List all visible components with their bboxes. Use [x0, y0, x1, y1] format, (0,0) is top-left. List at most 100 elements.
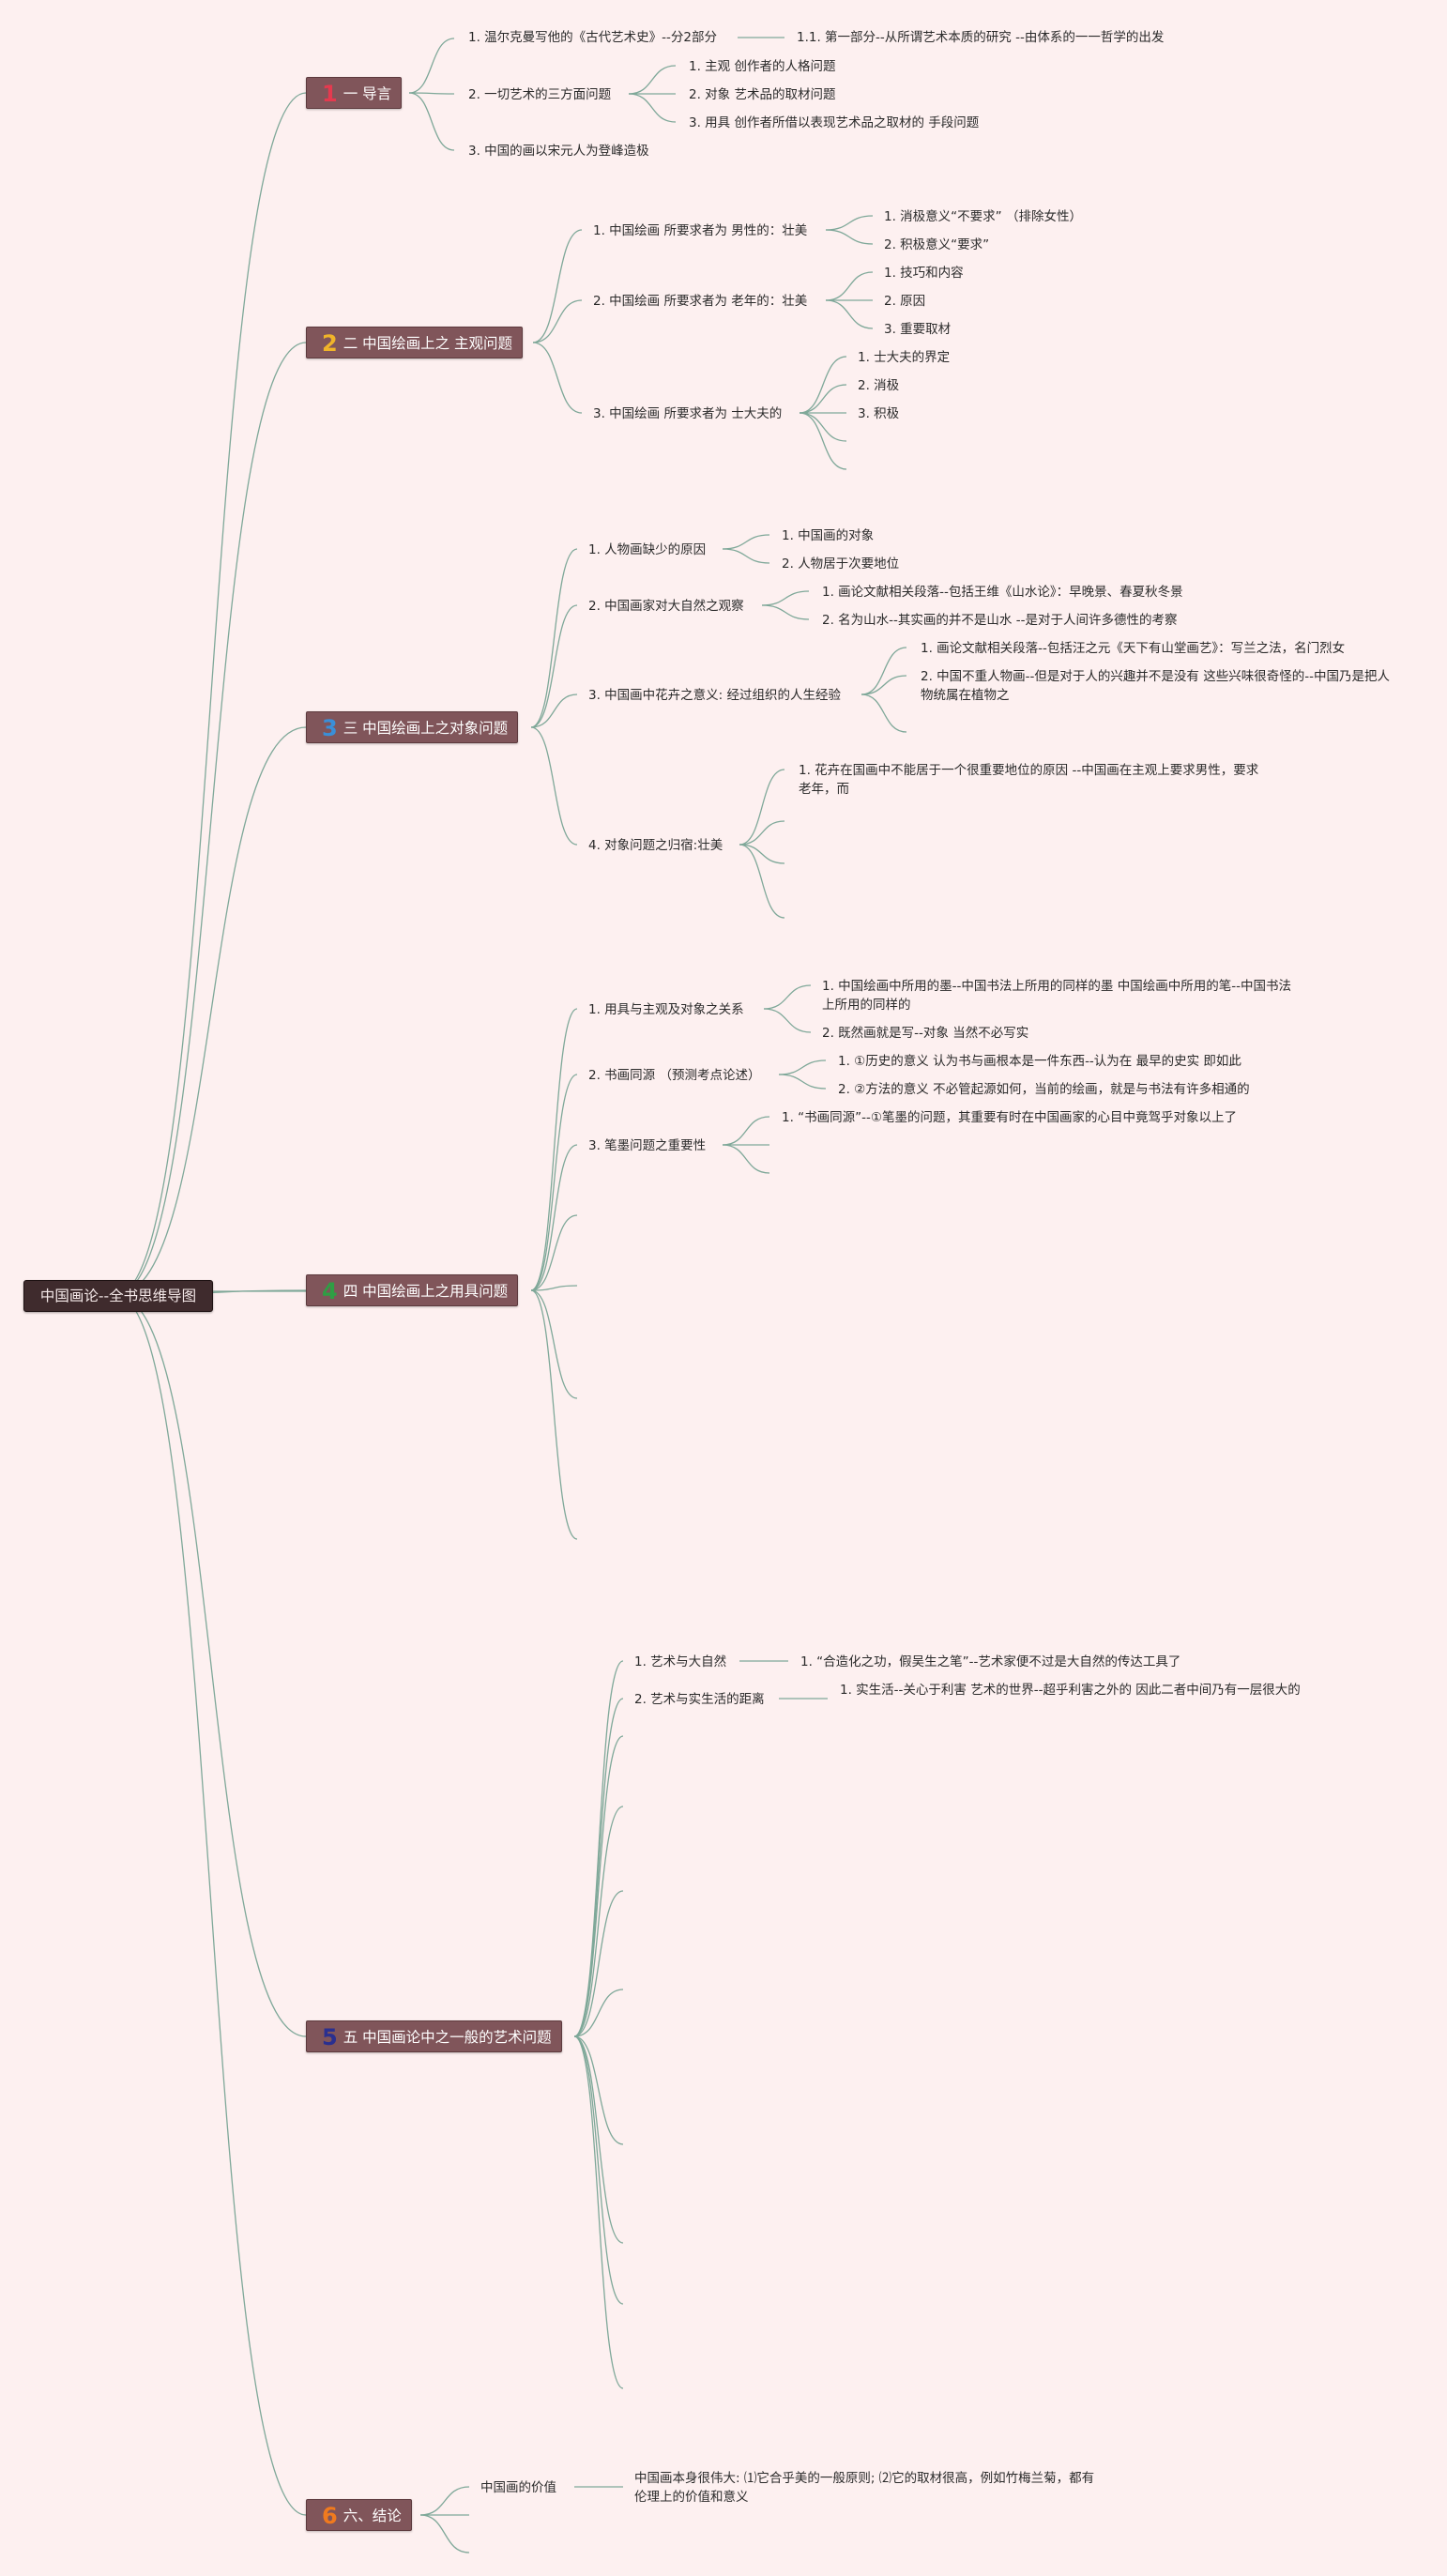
connector-line-1: [115, 342, 307, 1296]
topic-6-number-badge: 6: [322, 2503, 338, 2529]
t2-branch-2-leaf-3[interactable]: 3. 重要取材: [884, 322, 952, 337]
t3-branch-1[interactable]: 1. 人物画缺少的原因: [588, 542, 707, 557]
t5-branch-2[interactable]: 2. 艺术与实生活的距离: [634, 1692, 765, 1707]
connector-line-17: [825, 215, 874, 231]
connector-line-13: [628, 93, 677, 123]
t3-branch-4[interactable]: 4. 对象问题之归宿:壮美: [588, 838, 724, 853]
t3-branch-3-leaf-2[interactable]: 2. 中国不重人物画--但是对于人的兴趣并不是没有 这些兴味很奇怪的--中国乃是…: [921, 669, 1390, 703]
topic-4-number-badge: 4: [322, 1278, 338, 1304]
connector-line-59: [573, 1806, 624, 2037]
connector-line-57: [573, 1698, 624, 2037]
connector-line-26: [799, 412, 847, 470]
t2-branch-2[interactable]: 2. 中国绘画 所要求者为 老年的：壮美: [593, 294, 808, 309]
t5-branch-2-leaf-1[interactable]: 1. 实生活--关心于利害 艺术的世界--超乎利害之外的 因此二者中间乃有一层很…: [840, 1683, 1301, 1698]
t2-branch-3-leaf-1[interactable]: 1. 士大夫的界定: [858, 350, 951, 365]
connector-line-2: [115, 726, 307, 1296]
connector-line-32: [722, 548, 770, 564]
connector-line-28: [530, 604, 578, 728]
t5-branch-1-leaf-1[interactable]: 1. “合造化之功，假吴生之笔”--艺术家便不过是大自然的传达工具了: [800, 1654, 1181, 1669]
t4-branch-1[interactable]: 1. 用具与主观及对象之关系: [588, 1002, 744, 1017]
connector-line-51: [778, 1059, 827, 1075]
t4-branch-3[interactable]: 3. 笔墨问题之重要性: [588, 1138, 707, 1153]
connector-line-40: [739, 844, 785, 864]
connector-line-50: [763, 1008, 812, 1033]
connector-line-55: [722, 1144, 770, 1174]
connector-line-16: [532, 342, 583, 414]
connector-line-62: [573, 2035, 624, 2145]
t3-branch-4-leaf-1[interactable]: 1. 花卉在国画中不能居于一个很重要地位的原因 --中国画在主观上要求男性，要求…: [799, 763, 1259, 797]
connector-line-4: [115, 1294, 307, 2037]
connector-line-34: [761, 604, 810, 620]
connector-line-38: [739, 769, 785, 846]
connector-line-68: [419, 2486, 470, 2516]
t3-branch-2[interactable]: 2. 中国画家对大自然之观察: [588, 599, 744, 614]
t4-branch-1-leaf-2[interactable]: 2. 既然画就是写--对象 当然不必写实: [822, 1026, 1029, 1041]
t3-branch-2-leaf-2[interactable]: 2. 名为山水--其实画的并不是山水 --是对于人间许多德性的考察: [822, 613, 1178, 628]
connector-line-15: [532, 299, 583, 343]
t2-branch-3[interactable]: 3. 中国绘画 所要求者为 士大夫的: [593, 406, 783, 421]
connector-line-70: [419, 2514, 470, 2553]
connector-line-11: [628, 65, 677, 95]
connector-line-42: [530, 1008, 578, 1291]
connector-line-14: [532, 229, 583, 343]
connector-line-35: [861, 647, 907, 695]
t3-branch-2-leaf-1[interactable]: 1. 画论文献相关段落--包括王维《山水论》：早晚景、春夏秋冬景: [822, 585, 1183, 600]
connector-line-56: [573, 1660, 624, 2037]
t3-branch-1-leaf-1[interactable]: 1. 中国画的对象: [782, 528, 875, 543]
t1-branch-3[interactable]: 3. 中国的画以宋元人为登峰造极: [468, 144, 649, 159]
t2-branch-2-leaf-2[interactable]: 2. 原因: [884, 294, 926, 309]
connector-line-39: [739, 820, 785, 846]
connector-line-36: [861, 675, 907, 695]
connector-line-18: [825, 229, 874, 245]
connector-line-48: [530, 1289, 578, 1540]
t4-branch-2-leaf-1[interactable]: 1. ①历史的意义 认为书与画根本是一件东西--认为在 最早的史实 即如此: [838, 1054, 1241, 1069]
topic-2-label: 二 中国绘画上之 主观问题: [343, 335, 513, 352]
connector-line-41: [739, 844, 785, 919]
connector-line-7: [408, 38, 455, 94]
topic-1-number-badge: 1: [322, 81, 338, 107]
connector-line-46: [530, 1285, 578, 1291]
t2-branch-2-leaf-1[interactable]: 1. 技巧和内容: [884, 266, 964, 281]
t4-branch-3-leaf-1[interactable]: 1. “书画同源”--①笔墨的问题，其重要有时在中国画家的心目中竟驾乎对象以上了: [782, 1110, 1238, 1125]
topic-2-number-badge: 2: [322, 330, 338, 357]
connector-line-31: [722, 534, 770, 550]
root-node[interactable]: 中国画论--全书思维导图: [23, 1280, 213, 1312]
connector-line-45: [530, 1214, 578, 1291]
t2-branch-1-leaf-1[interactable]: 1. 消极意义“不要求” （排除女性）: [884, 209, 1082, 224]
t6-branch-1[interactable]: 中国画的价值: [480, 2480, 556, 2495]
t2-branch-3-leaf-3[interactable]: 3. 积极: [858, 406, 900, 421]
t5-branch-1[interactable]: 1. 艺术与大自然: [634, 1654, 727, 1669]
connector-line-61: [573, 1989, 624, 2037]
connector-line-64: [573, 2035, 624, 2305]
t3-branch-3-leaf-1[interactable]: 1. 画论文献相关段落--包括汪之元《天下有山堂画艺》：写兰之法，名门烈女: [921, 641, 1346, 656]
t2-branch-1-leaf-2[interactable]: 2. 积极意义“要求”: [884, 237, 990, 252]
connector-line-8: [408, 92, 455, 95]
t2-branch-1[interactable]: 1. 中国绘画 所要求者为 男性的：壮美: [593, 223, 808, 238]
connector-line-30: [530, 726, 578, 846]
t6-branch-1-leaf-1[interactable]: 中国画本身很伟大: ⑴它合乎美的一般原则; ⑵它的取材很高，例如竹梅兰菊，都有伦…: [634, 2471, 1095, 2505]
t1-branch-2-leaf-3[interactable]: 3. 用具 创作者所借以表现艺术品之取材的 手段问题: [689, 115, 980, 130]
t3-branch-1-leaf-2[interactable]: 2. 人物居于次要地位: [782, 556, 900, 572]
topic-2-node[interactable]: 2 二 中国绘画上之 主观问题: [306, 327, 524, 358]
t1-branch-2-leaf-2[interactable]: 2. 对象 艺术品的取材问题: [689, 87, 836, 102]
t1-branch-1[interactable]: 1. 温尔克曼写他的《古代艺术史》--分2部分: [468, 30, 718, 45]
t4-branch-2[interactable]: 2. 书画同源 （预测考点论述）: [588, 1068, 761, 1083]
t4-branch-2-leaf-2[interactable]: 2. ②方法的意义 不必管起源如何，当前的绘画，就是与书法有许多相通的: [838, 1082, 1250, 1097]
connector-line-63: [573, 2035, 624, 2244]
connector-line-58: [573, 1735, 624, 2037]
connector-line-53: [722, 1116, 770, 1146]
t4-branch-1-leaf-1[interactable]: 1. 中国绘画中所用的墨--中国书法上所用的同样的墨 中国绘画中所用的笔--中国…: [822, 979, 1291, 1013]
t1-branch-2[interactable]: 2. 一切艺术的三方面问题: [468, 87, 612, 102]
topic-3-label: 三 中国绘画上之对象问题: [343, 720, 509, 737]
connector-line-37: [861, 694, 907, 733]
t1-branch-1-leaf-1[interactable]: 1.1. 第一部分--从所谓艺术本质的研究 --由体系的一一哲学的出发: [797, 30, 1165, 45]
t2-branch-3-leaf-2[interactable]: 2. 消极: [858, 378, 900, 393]
connector-line-21: [825, 299, 874, 329]
t1-branch-2-leaf-1[interactable]: 1. 主观 创作者的人格问题: [689, 59, 836, 74]
t3-branch-3[interactable]: 3. 中国画中花卉之意义: 经过组织的人生经验: [588, 688, 842, 703]
